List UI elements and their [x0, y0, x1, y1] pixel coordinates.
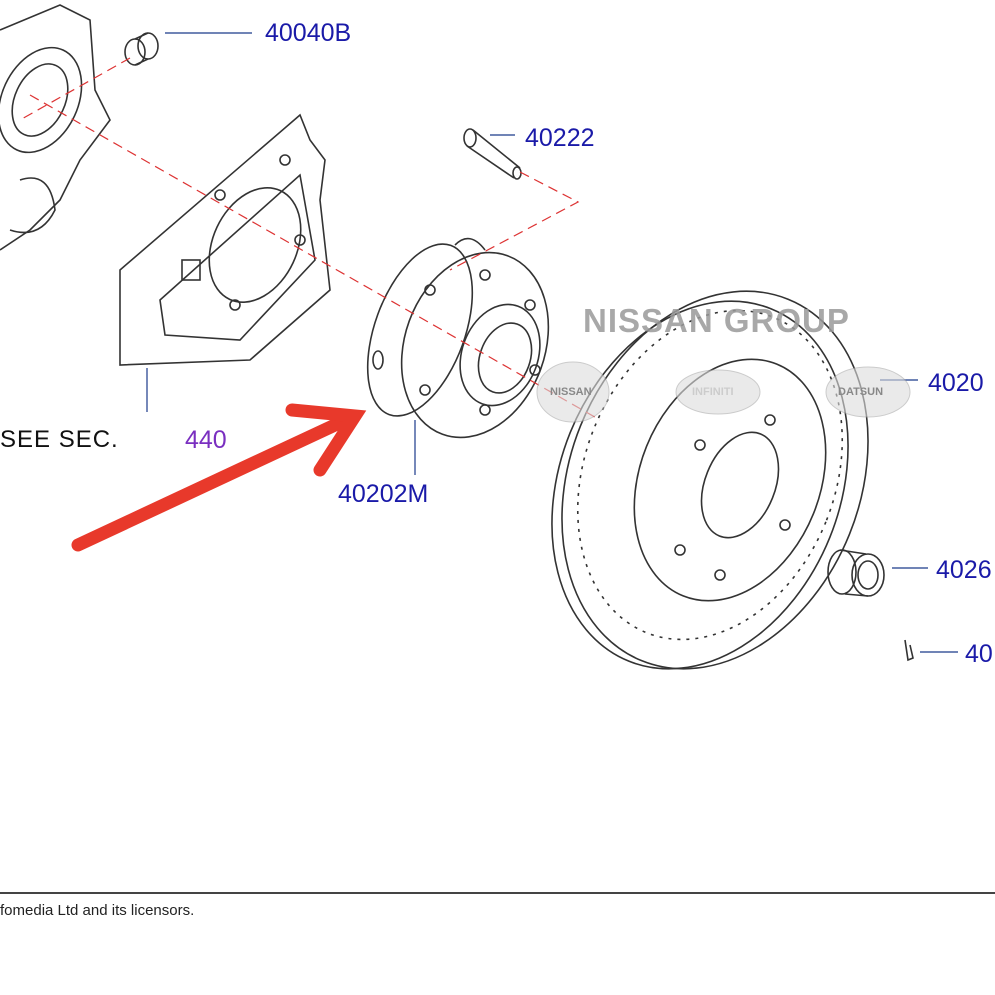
red-arrow [71, 403, 367, 552]
callout-40x[interactable]: 40 [965, 640, 993, 668]
callout-4026x[interactable]: 4026 [936, 556, 992, 584]
wheel-stud-40222 [463, 128, 522, 180]
copyright-footer: fomedia Ltd and its licensors. [0, 902, 195, 919]
backing-plate [119, 113, 331, 366]
grease-cap [827, 549, 885, 597]
watermark-text: NISSAN GROUP [583, 302, 850, 339]
brake-rotor [551, 290, 869, 670]
hub-assembly-40202m [366, 237, 550, 439]
callout-40222[interactable]: 40222 [525, 124, 595, 152]
steering-knuckle [0, 4, 111, 251]
see-section-label: SEE SEC. [0, 426, 119, 453]
cotter-pin [904, 639, 914, 662]
footer-divider [0, 892, 995, 894]
callout-40040b[interactable]: 40040B [265, 19, 352, 47]
callout-4020x[interactable]: 4020 [928, 369, 984, 397]
datsun-logo: DATSUN [838, 386, 884, 398]
infiniti-logo: INFINITI [692, 386, 734, 398]
section-link-440[interactable]: 440 [185, 426, 227, 454]
nissan-logo: NISSAN [550, 386, 592, 398]
callout-40202m[interactable]: 40202M [338, 480, 429, 508]
bushing-40040b [124, 32, 159, 66]
watermark-logos [536, 361, 911, 423]
